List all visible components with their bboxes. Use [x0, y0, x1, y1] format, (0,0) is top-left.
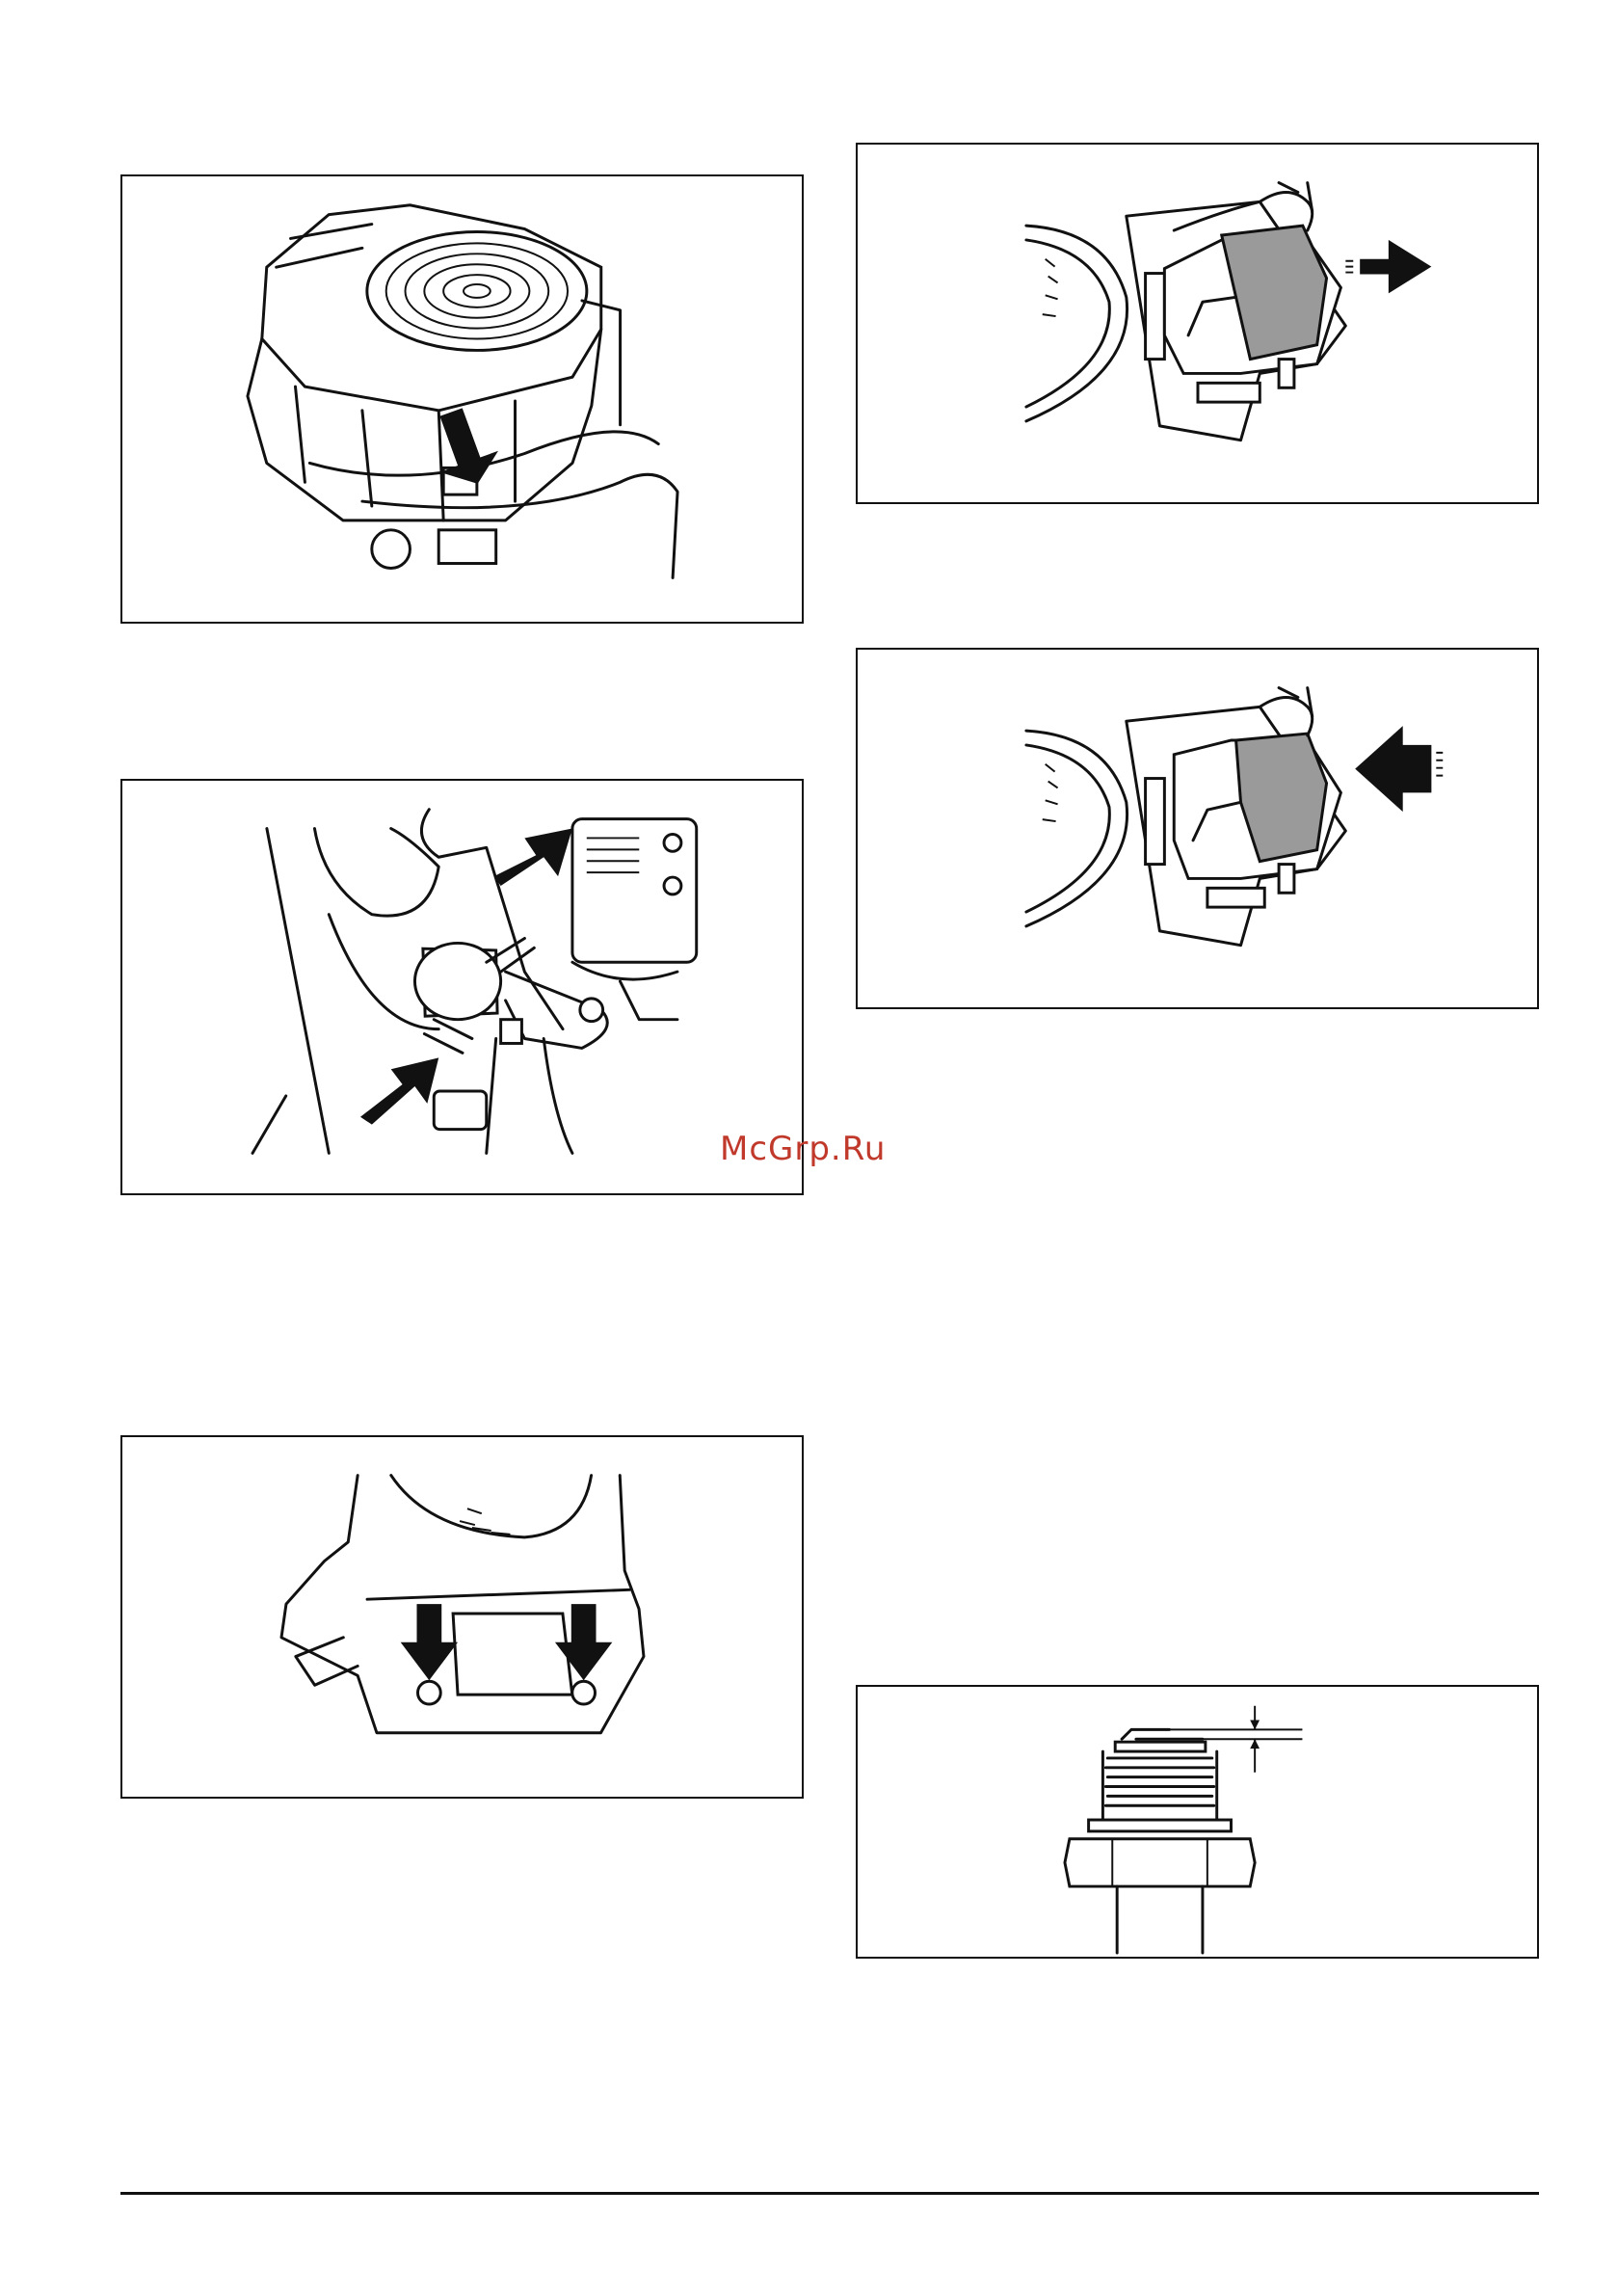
engine-fuel-line-arrow-icon	[122, 176, 802, 622]
air-filter-removal-icon	[858, 145, 1537, 502]
figure-fuel-filter	[120, 779, 804, 1195]
figure-cover-screws	[120, 1435, 804, 1799]
figure-spark-plug	[856, 1685, 1539, 1959]
footer-rule	[120, 2192, 1539, 2195]
air-filter-insert-icon	[858, 650, 1537, 1007]
watermark-text: McGrp.Ru	[720, 1130, 886, 1168]
figure-airfilter-in	[856, 648, 1539, 1009]
fuel-filter-clamps-icon	[122, 781, 802, 1193]
figure-engine	[120, 174, 804, 624]
spark-plug-gap-icon	[858, 1687, 1537, 1957]
figure-airfilter-out	[856, 143, 1539, 504]
cover-screws-arrows-icon	[122, 1437, 802, 1797]
